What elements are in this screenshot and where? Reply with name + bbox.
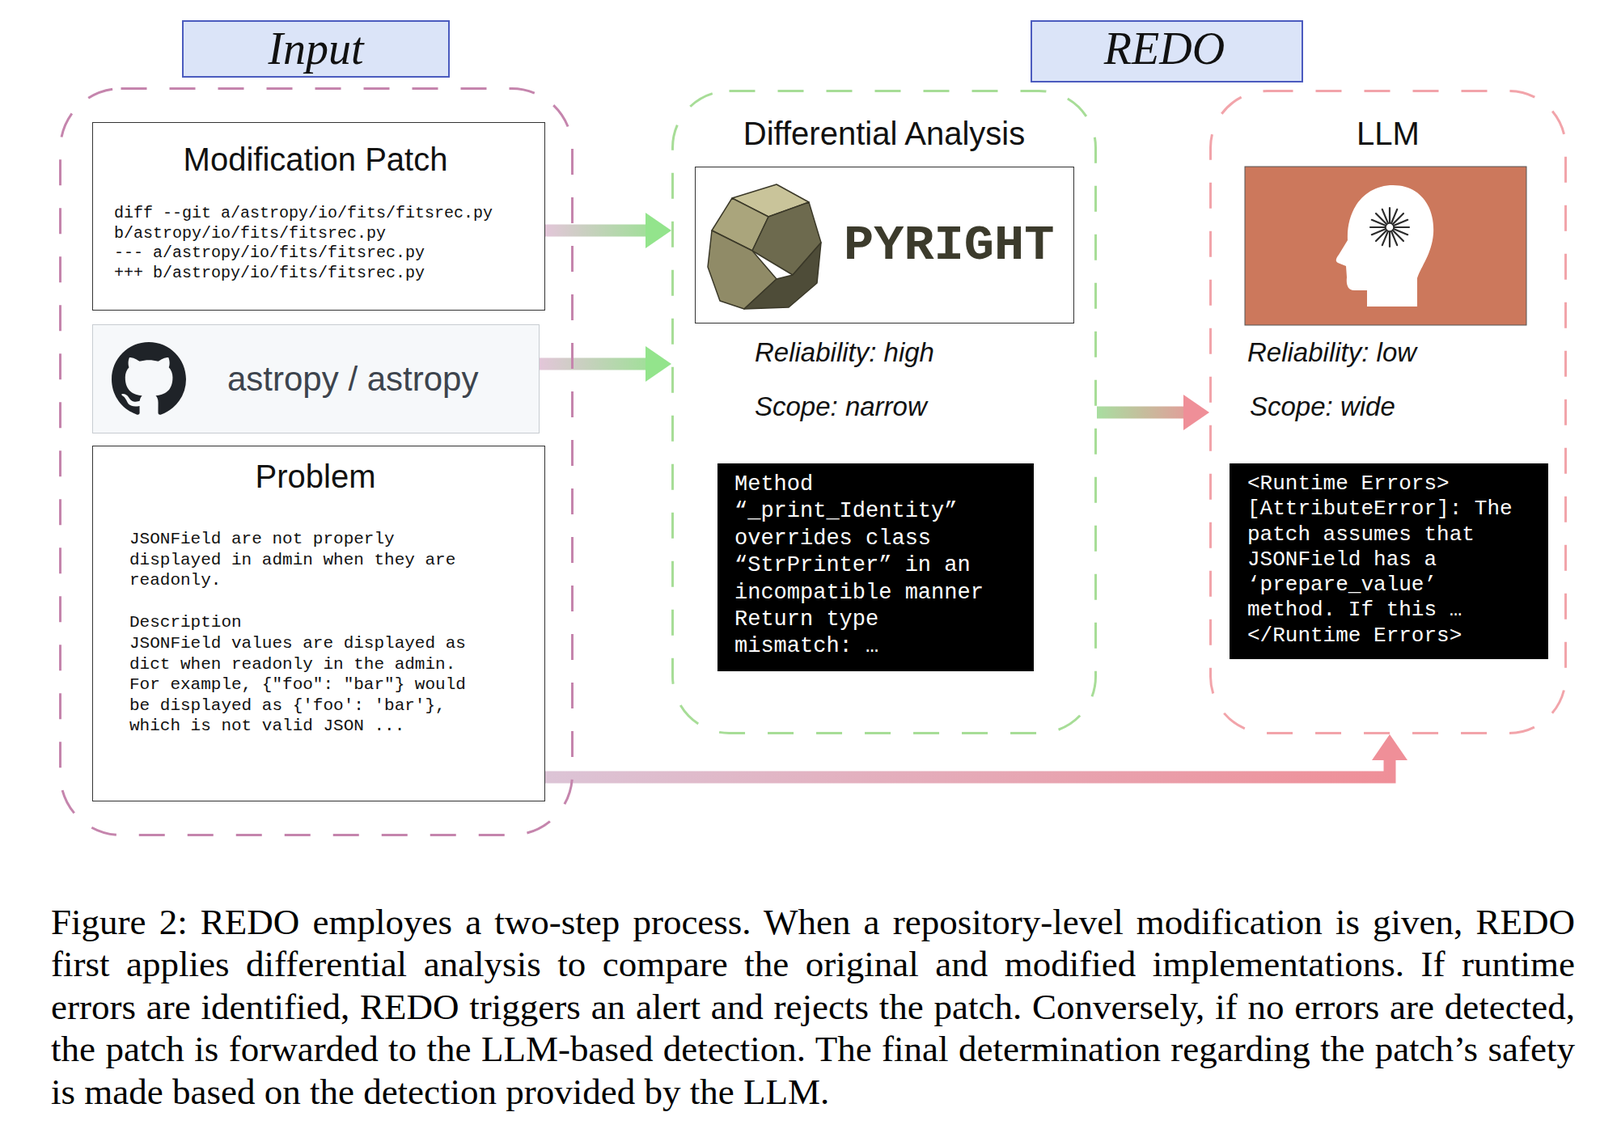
flow-arrow bbox=[545, 212, 672, 249]
polyhedron-face bbox=[744, 242, 822, 309]
pyright-polyhedron bbox=[707, 184, 822, 309]
repo-box-fill bbox=[93, 325, 539, 433]
flow-arrow bbox=[539, 346, 672, 382]
problem-description: JSONField values are displayed as dict w… bbox=[129, 633, 482, 737]
problem-summary: JSONField are not properly displayed in … bbox=[129, 529, 482, 592]
tool-logo-box: PYRIGHT bbox=[694, 166, 1075, 324]
error-message: <Runtime Errors> [AttributeError]: The p… bbox=[1247, 471, 1532, 649]
figure-caption: Figure 2: REDO employes a two-step proce… bbox=[50, 901, 1575, 1114]
property-label: Reliability: high bbox=[754, 336, 935, 369]
repo-name: astropy / astropy bbox=[227, 359, 479, 400]
arrow-shaft bbox=[539, 358, 648, 371]
head-silhouette bbox=[1336, 185, 1434, 307]
code-line: diff --git a/astropy/io/fits/fitsrec.py … bbox=[114, 203, 535, 244]
input-region: InputModification Patchdiff --git a/astr… bbox=[59, 87, 574, 837]
arrow-head bbox=[1371, 734, 1408, 761]
arrow-shaft bbox=[1096, 406, 1186, 420]
section-heading: Input bbox=[182, 20, 450, 78]
output-box: <Runtime Errors> [AttributeError]: The p… bbox=[1229, 463, 1549, 660]
arrow-head bbox=[645, 346, 672, 382]
arrow-head bbox=[645, 212, 672, 249]
box-title: Problem bbox=[93, 457, 538, 496]
llm-region: LLM Reliability: lowScope: wide <Runtime E… bbox=[1209, 89, 1567, 735]
dashed-outline bbox=[60, 88, 573, 836]
github-logo bbox=[111, 342, 187, 415]
arrow-head bbox=[1183, 394, 1210, 431]
code-line: --- a/astropy/io/fits/fitsrec.py bbox=[114, 243, 535, 264]
property-label: Reliability: low bbox=[1247, 336, 1417, 369]
problem-subheading: Description bbox=[129, 612, 482, 634]
property-label: Scope: narrow bbox=[754, 390, 927, 424]
code-line: +++ b/astropy/io/fits/fitsrec.py bbox=[114, 263, 535, 284]
flow-arrow bbox=[545, 734, 1408, 778]
output-box: Method “_print_Identity” overrides class… bbox=[717, 463, 1034, 672]
dashed-outline bbox=[673, 91, 1097, 734]
property-label: Scope: wide bbox=[1249, 390, 1396, 424]
arrow-shaft bbox=[545, 224, 648, 238]
region-title: LLM bbox=[1209, 114, 1567, 153]
llm-icon-background bbox=[1244, 166, 1527, 326]
logo-text: PYRIGHT bbox=[843, 217, 1054, 275]
starburst-center bbox=[1385, 223, 1394, 232]
region-title: Differential Analysis bbox=[671, 114, 1097, 153]
problem-box: ProblemJSONField are not properly displa… bbox=[92, 445, 546, 802]
analysis-region: Differential AnalysisReliability: highSc… bbox=[671, 89, 1097, 735]
flow-arrow bbox=[1096, 394, 1210, 431]
patch-box: Modification Patch diff --git a/astropy/i… bbox=[92, 122, 546, 311]
starburst-ray bbox=[1382, 209, 1397, 246]
box-title: Modification Patch bbox=[93, 140, 538, 178]
starburst-ray bbox=[1371, 220, 1408, 235]
repo-box: astropy / astropy bbox=[92, 324, 540, 434]
starburst bbox=[1370, 207, 1410, 247]
section-heading-box: REDO bbox=[1030, 20, 1304, 83]
error-message: Method “_print_Identity” overrides class… bbox=[734, 471, 992, 661]
starburst-ray bbox=[1375, 213, 1404, 242]
arrow-shaft bbox=[545, 758, 1390, 778]
section-heading: REDO bbox=[1032, 21, 1297, 77]
dashed-outline bbox=[1210, 91, 1567, 734]
